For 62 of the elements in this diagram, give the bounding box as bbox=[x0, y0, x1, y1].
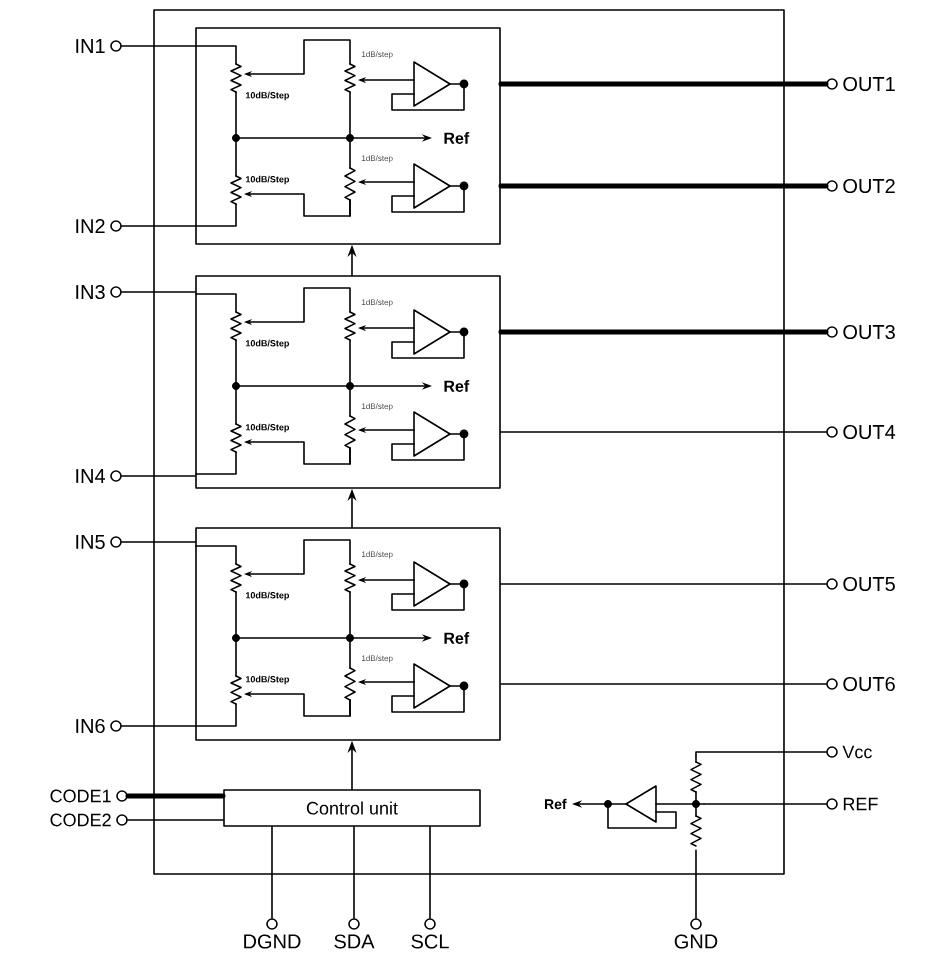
pin: CODE2 bbox=[50, 813, 128, 827]
wire bbox=[121, 225, 196, 227]
node-label: IN5 bbox=[76, 535, 105, 549]
wire bbox=[703, 803, 827, 805]
wire bbox=[498, 329, 829, 335]
pin: Vcc bbox=[826, 745, 872, 759]
wire bbox=[121, 291, 196, 293]
control-unit-box: Control unit bbox=[223, 789, 481, 827]
chip-outline bbox=[153, 9, 785, 875]
node-label: IN4 bbox=[76, 469, 106, 483]
node-label: IN3 bbox=[76, 284, 105, 300]
wire bbox=[271, 826, 273, 919]
wire bbox=[500, 683, 827, 685]
pin: GND bbox=[674, 918, 718, 949]
node-label: OUT3 bbox=[843, 324, 895, 340]
node-label: DGND bbox=[244, 934, 301, 949]
wire bbox=[121, 475, 196, 477]
node-label: SDA bbox=[334, 934, 375, 949]
pin: REF bbox=[826, 797, 878, 811]
wire bbox=[498, 81, 829, 87]
node-label: GND bbox=[674, 934, 718, 949]
pin: IN1 bbox=[76, 39, 122, 53]
node-label: OUT4 bbox=[843, 424, 896, 440]
wire bbox=[121, 541, 196, 543]
pin: IN4 bbox=[76, 469, 122, 483]
node-label: CODE1 bbox=[50, 789, 111, 803]
pin: OUT2 bbox=[826, 178, 895, 194]
wire bbox=[500, 583, 827, 585]
pin: IN3 bbox=[76, 284, 122, 300]
wire bbox=[127, 819, 224, 821]
pin: OUT4 bbox=[826, 424, 896, 440]
wire bbox=[125, 793, 226, 799]
pin: OUT3 bbox=[826, 324, 895, 340]
node-label: OUT5 bbox=[843, 576, 895, 592]
pin: DGND bbox=[244, 918, 301, 949]
wire bbox=[121, 45, 196, 47]
node-label: REF bbox=[843, 797, 878, 811]
wire bbox=[121, 725, 196, 727]
pin: CODE1 bbox=[50, 789, 128, 803]
pin: IN6 bbox=[76, 718, 122, 734]
pin: SDA bbox=[334, 918, 375, 949]
pin: SCL bbox=[411, 918, 449, 949]
node-label: IN6 bbox=[76, 718, 105, 734]
wire bbox=[500, 431, 827, 433]
node-label: SCL bbox=[411, 934, 449, 949]
node-label: OUT1 bbox=[843, 76, 895, 92]
node-label: IN2 bbox=[76, 219, 105, 233]
pin: IN5 bbox=[76, 535, 122, 549]
node-label: OUT6 bbox=[843, 676, 895, 692]
node-label: IN1 bbox=[76, 39, 105, 53]
pin: OUT6 bbox=[826, 676, 895, 692]
wire bbox=[695, 751, 827, 757]
pin: OUT1 bbox=[826, 76, 895, 92]
wire bbox=[695, 849, 697, 919]
node-label: OUT2 bbox=[843, 178, 895, 194]
wire bbox=[498, 183, 829, 189]
wire bbox=[429, 826, 431, 919]
wire bbox=[353, 826, 355, 919]
pin: IN2 bbox=[76, 219, 122, 233]
node-label: Vcc bbox=[842, 745, 872, 759]
pin: OUT5 bbox=[826, 576, 895, 592]
node-label: CODE2 bbox=[50, 813, 111, 827]
